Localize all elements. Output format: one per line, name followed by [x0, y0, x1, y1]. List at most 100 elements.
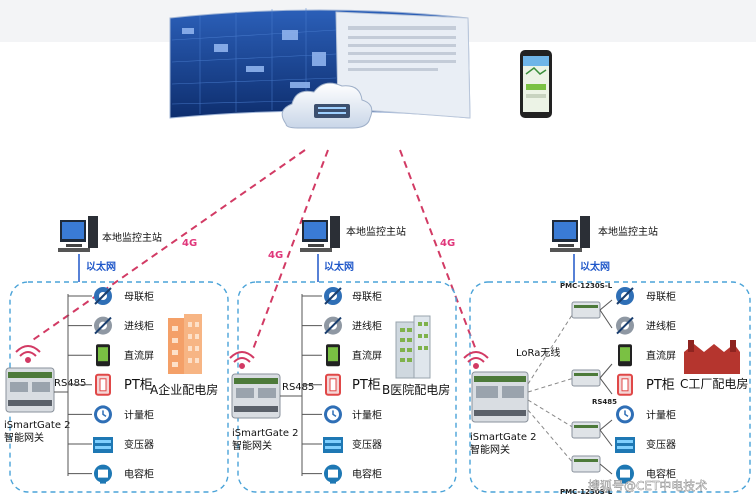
module-label-bottom: PMC-1230S-L: [560, 488, 613, 496]
wifi-icon-c: [463, 351, 489, 369]
4g-label-a: 4G: [182, 238, 197, 249]
device-label: PT柜: [352, 378, 381, 393]
site-b-device-5: 计量柜: [302, 405, 382, 424]
transformer-icon: [615, 437, 635, 453]
site-a-device-4: PT柜: [68, 373, 153, 396]
site-name-a: A企业配电房: [150, 382, 218, 397]
device-label: 电容柜: [352, 468, 382, 481]
site-b-device-2: 进线柜: [302, 316, 382, 335]
local-station-b: [300, 216, 340, 252]
watermark: 搜狐号@CET中电技术: [588, 478, 707, 493]
building-b-icon: [395, 315, 431, 379]
site-a-device-7: 电容柜: [68, 464, 154, 484]
rs485-label-b: RS485: [282, 382, 314, 393]
site-a-device-1: 母联柜: [68, 287, 154, 305]
local-station-a: [58, 216, 98, 252]
incoming-line-gear-icon: [94, 316, 112, 335]
incoming-line-gear-icon: [324, 316, 342, 335]
device-label: 进线柜: [124, 320, 154, 333]
building-a-icon: [168, 314, 202, 374]
local-station-label-c: 本地监控主站: [598, 225, 658, 238]
module-label-top: PMC-1230S-L: [560, 282, 613, 290]
device-label: PT柜: [124, 378, 153, 393]
busbar-coupler-gear-icon: [616, 287, 634, 305]
site-b-device-6: 变压器: [302, 437, 382, 453]
local-station-label-b: 本地监控主站: [346, 225, 406, 238]
device-label: 进线柜: [352, 320, 382, 333]
device-label: PT柜: [646, 378, 675, 393]
capacitor-icon: [94, 464, 112, 484]
gateway-name-c: 智能网关: [470, 443, 510, 456]
transformer-icon: [323, 437, 343, 453]
device-label: 计量柜: [124, 408, 154, 421]
smart-gateway-a: [5, 367, 55, 413]
device-label: 直流屏: [352, 349, 382, 362]
wifi-icon-a: [15, 345, 41, 363]
transformer-icon: [93, 437, 113, 453]
incoming-line-gear-icon: [616, 316, 634, 335]
site-c-frame: [469, 281, 751, 493]
site-name-b: B医院配电房: [382, 382, 450, 397]
pt-cabinet-icon: [325, 373, 341, 396]
dc-panel-icon: [96, 344, 110, 367]
dc-panel-icon: [618, 344, 632, 367]
device-label: 变压器: [646, 438, 676, 451]
4g-label-b: 4G: [268, 250, 283, 261]
lora-links: [527, 311, 575, 465]
module-rs485-label: RS485: [592, 398, 617, 406]
lora-module-3: [571, 421, 601, 439]
mobile-app-icon: [520, 50, 552, 118]
gateway-name-b: 智能网关: [232, 439, 272, 452]
site-b-device-7: 电容柜: [302, 464, 382, 484]
local-station-c: [550, 216, 590, 252]
gateway-model-b: iSmartGate 2: [232, 428, 299, 439]
metering-clock-icon: [94, 405, 112, 424]
pt-cabinet-icon: [617, 373, 633, 396]
device-label: 母联柜: [646, 290, 676, 303]
site-a-frame: [9, 281, 229, 493]
site-b-device-4: PT柜: [302, 373, 381, 396]
device-label: 变压器: [124, 438, 154, 451]
site-c-device-2: 进线柜: [616, 316, 676, 335]
rs485-label-a: RS485: [54, 378, 86, 389]
site-b-device-1: 母联柜: [302, 287, 382, 305]
device-label: 计量柜: [352, 408, 382, 421]
site-name-c: C工厂配电房: [680, 376, 748, 391]
site-a-device-2: 进线柜: [68, 316, 154, 335]
device-label: 直流屏: [646, 349, 676, 362]
lora-module-4: [571, 455, 601, 473]
site-a-device-5: 计量柜: [68, 405, 154, 424]
smart-gateway-b: [231, 373, 281, 419]
site-c-device-4: PT柜: [617, 373, 675, 396]
gateway-model-a: iSmartGate 2: [4, 420, 71, 431]
pt-cabinet-icon: [95, 373, 111, 396]
4g-links: [29, 149, 477, 353]
site-a-device-3: 直流屏: [68, 344, 154, 367]
device-label: 电容柜: [124, 468, 154, 481]
4g-label-c: 4G: [440, 238, 455, 249]
monitoring-video-wall: [169, 8, 471, 119]
site-b-device-3: 直流屏: [302, 344, 382, 367]
site-c-device-7: 电容柜: [616, 464, 676, 484]
busbar-coupler-gear-icon: [94, 287, 112, 305]
device-label: 变压器: [352, 438, 382, 451]
device-label: 直流屏: [124, 349, 154, 362]
capacitor-icon: [324, 464, 342, 484]
smart-gateway-c: [471, 371, 529, 423]
wifi-icon-b: [229, 351, 255, 369]
lora-module-1: [571, 301, 601, 319]
ethernet-label-c: 以太网: [580, 260, 610, 273]
device-label: 母联柜: [124, 290, 154, 303]
local-station-label-a: 本地监控主站: [102, 231, 162, 244]
site-b-frame: [237, 281, 457, 493]
cloud-icon: [281, 82, 373, 129]
dc-panel-icon: [326, 344, 340, 367]
busbar-coupler-gear-icon: [324, 287, 342, 305]
site-c-device-3: 直流屏: [618, 344, 676, 367]
lora-module-2: [571, 369, 601, 387]
device-label: 母联柜: [352, 290, 382, 303]
lora-label: LoRa无线: [516, 346, 560, 359]
factory-c-icon: [684, 340, 740, 374]
device-label: 进线柜: [646, 320, 676, 333]
